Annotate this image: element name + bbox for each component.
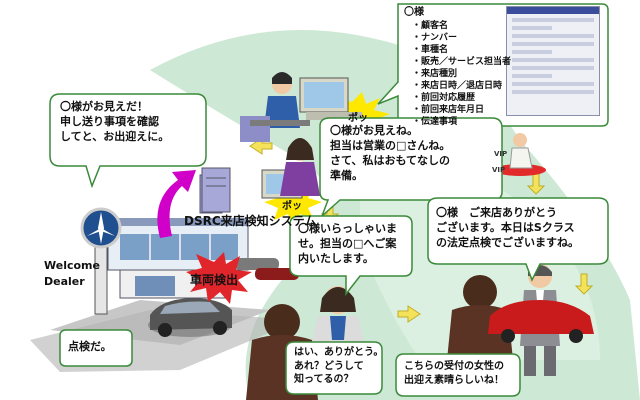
bubble-sales-shape bbox=[427, 197, 609, 282]
vehicle-detection-label: 車両検出 bbox=[190, 273, 239, 287]
bubble-inspection-shape bbox=[59, 329, 133, 367]
bubble-line: 申し送り事項を確認 bbox=[60, 114, 159, 128]
customer-reply-bubble: はい、ありがとう。 あれ？どうして 知ってるの？ bbox=[294, 346, 383, 387]
customer-praise-bubble: こちらの受付の女性の 出迎え素晴らしいね！ bbox=[404, 360, 504, 387]
list-item: ・来店種別 bbox=[412, 68, 458, 79]
flow-arrow-3 bbox=[397, 305, 421, 323]
bubble-line: さて、私はおもてなしの bbox=[330, 153, 451, 167]
system-title: DSRC来店検知システム bbox=[184, 214, 317, 228]
list-item: ・車種名 bbox=[412, 44, 449, 55]
bubble-line: こちらの受付の女性の bbox=[404, 361, 504, 372]
bubble-line: 〇様いらっしゃいま bbox=[298, 222, 397, 235]
magenta-arrow bbox=[157, 170, 196, 238]
list-item: ・前回対応履歴 bbox=[412, 92, 476, 103]
bubble-line: してと、お出迎えに。 bbox=[60, 129, 170, 143]
list-item: ・販売／サービス担当者 bbox=[412, 56, 512, 67]
bubble-receptionist-shape bbox=[289, 215, 413, 297]
bubble-line: 〇様 ご来店ありがとう bbox=[436, 206, 557, 219]
vip-label: VIP bbox=[494, 150, 508, 158]
flow-arrow-5 bbox=[526, 173, 546, 195]
server-tower bbox=[201, 167, 231, 213]
bubble-line: 担当は営業の□さんね。 bbox=[330, 138, 451, 152]
bubble-line: あれ？どうして bbox=[294, 360, 364, 372]
vehicle-detection-starburst bbox=[186, 252, 252, 304]
bubble-line: 出迎え素晴らしいね！ bbox=[404, 374, 504, 386]
pop-label-2: ポッ bbox=[282, 201, 302, 212]
customer-info-title: 〇様 bbox=[404, 7, 424, 18]
showroom-car bbox=[488, 300, 594, 343]
staff-notice-bubble: 〇様がお見えだ！ 申し送り事項を確認 してと、お出迎えに。 bbox=[60, 100, 169, 145]
bubble-left-shape bbox=[49, 93, 207, 189]
vip-label: VIP bbox=[492, 166, 506, 174]
bubble-line: の法定点検でございますね。 bbox=[436, 235, 579, 249]
bubble-line: 点検だ。 bbox=[68, 340, 112, 353]
customer-info-bubble: 〇様 ・顧客名 ・ナンバー ・車種名 ・販売／サービス担当者 ・来店種別 ・来店… bbox=[404, 6, 511, 128]
receptionist-greeting-bubble: 〇様いらっしゃいま せ。担当の□へご案 内いたします。 bbox=[298, 222, 397, 267]
bubble-line: 知ってるの？ bbox=[294, 374, 354, 385]
bubble-line: はい、ありがとう。 bbox=[294, 347, 384, 358]
list-item: ・顧客名 bbox=[412, 20, 449, 31]
pop-label-1: ポッ bbox=[348, 113, 368, 124]
dealer-line: Dealer bbox=[44, 275, 85, 288]
reception-notice-bubble: 〇様がお見えね。 担当は営業の□さんね。 さて、私はおもてなしの 準備。 bbox=[330, 124, 450, 183]
list-item: ・伝達事項 bbox=[412, 116, 458, 127]
bubble-customer2-shape bbox=[395, 353, 521, 397]
welcome-line: Welcome bbox=[44, 259, 100, 272]
bubble-line: 内いたします。 bbox=[298, 251, 374, 265]
receptionist-desk-figure bbox=[261, 138, 320, 199]
bubble-line: ございます。本日はSクラス bbox=[436, 220, 575, 234]
list-item: ・来店日時／退店日時 bbox=[412, 80, 503, 91]
bubble-line: 〇様がお見えね。 bbox=[330, 124, 418, 137]
bubble-center-shape bbox=[319, 117, 503, 217]
arriving-car bbox=[148, 298, 232, 337]
parked-cars bbox=[235, 258, 299, 280]
bubble-line: せ。担当の□へご案 bbox=[298, 236, 397, 250]
bubble-line: 準備。 bbox=[330, 168, 363, 182]
sales-greeting-bubble: 〇様 ご来店ありがとう ございます。本日はSクラス の法定点検でございますね。 bbox=[436, 206, 579, 251]
inspection-bubble: 点検だ。 bbox=[68, 340, 112, 355]
welcome-sign: Welcome Dealer bbox=[44, 258, 100, 290]
customer-info-screen bbox=[506, 6, 600, 116]
customer-info-list: ・顧客名 ・ナンバー ・車種名 ・販売／サービス担当者 ・来店種別 ・来店日時／… bbox=[412, 20, 511, 128]
bubble-customer1-shape bbox=[285, 341, 383, 395]
list-item: ・ナンバー bbox=[412, 32, 458, 43]
flow-arrow-4 bbox=[574, 273, 594, 295]
vip-figure bbox=[494, 133, 546, 176]
office-staff-figure bbox=[240, 72, 362, 142]
dealership-building bbox=[30, 207, 300, 372]
list-item: ・前回来店年月日 bbox=[412, 104, 485, 115]
bubble-line: 〇様がお見えだ！ bbox=[60, 100, 148, 113]
